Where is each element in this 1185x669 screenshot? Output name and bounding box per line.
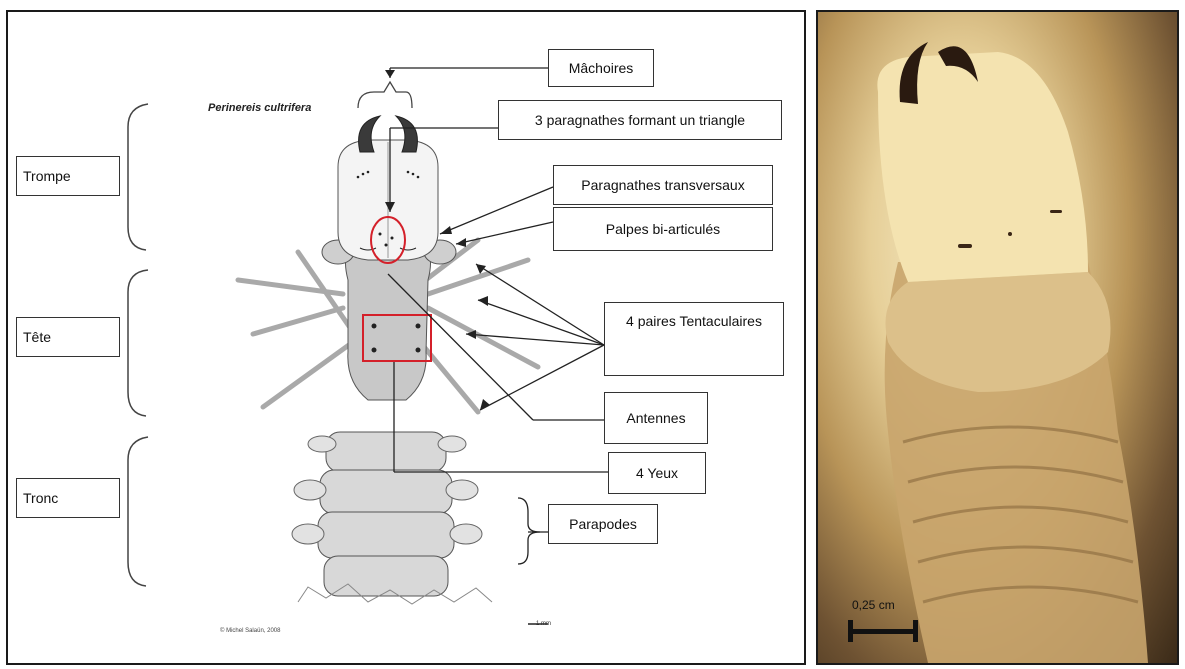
diagram-panel: Perinereis cultrifera © Michel Salaün, 2… [6,10,806,665]
label-antennes: Antennes [604,392,708,444]
label-parapodes: Parapodes [548,504,658,544]
photo-panel [816,10,1179,665]
region-trompe: Trompe [16,156,120,196]
species-name: Perinereis cultrifera [208,102,311,114]
worm-photo [818,12,1177,663]
label-palpes: Palpes bi-articulés [553,207,773,251]
photo-scale-bar [848,629,918,634]
brace-tete [128,270,148,416]
mm-scale-label: 1 mm [536,621,551,627]
brace-machoires [358,82,412,108]
worm-trunk [318,432,454,596]
region-tete: Tête [16,317,120,357]
label-yeux: 4 Yeux [608,452,706,494]
brace-tronc [128,437,148,586]
region-tronc: Tronc [16,478,120,518]
credit: © Michel Salaün, 2008 [220,628,280,634]
photo-scale-label: 0,25 cm [852,598,895,612]
brace-trompe [128,104,148,250]
label-paragnathes-triangle: 3 paragnathes formant un triangle [498,100,782,140]
label-paragnathes-transversaux: Paragnathes transversaux [553,165,773,205]
label-tentaculaires: 4 paires Tentaculaires [604,302,784,376]
label-machoires: Mâchoires [548,49,654,87]
